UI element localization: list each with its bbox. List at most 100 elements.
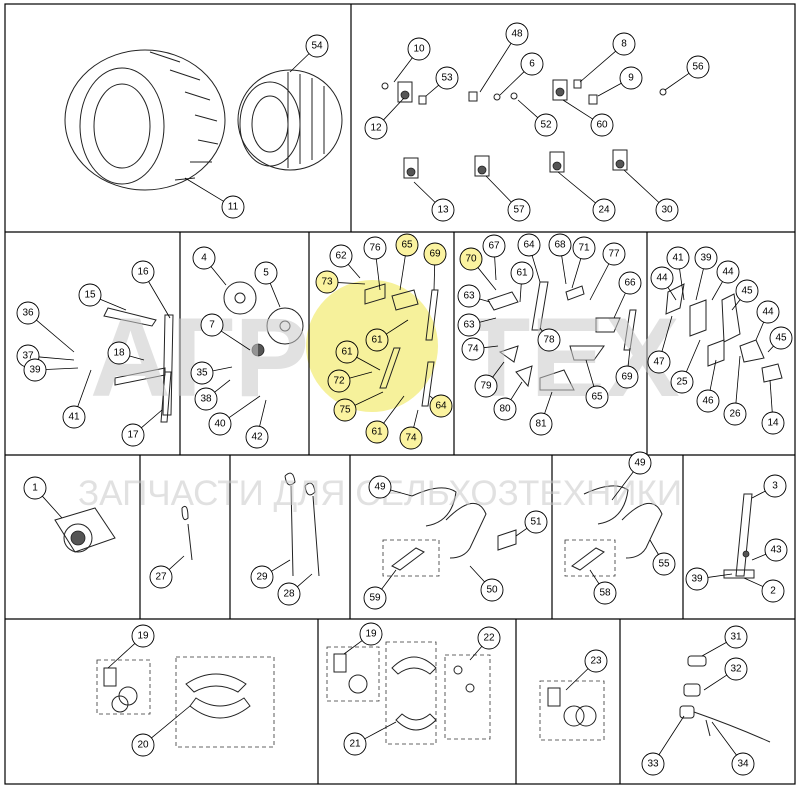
callout-71: 71 bbox=[571, 236, 596, 289]
callout-circle bbox=[529, 412, 553, 436]
callout-circle bbox=[505, 22, 529, 46]
callout-number: 35 bbox=[196, 368, 208, 379]
callout-number: 67 bbox=[488, 241, 500, 252]
callout-number: 13 bbox=[437, 205, 449, 216]
callout-circle bbox=[602, 242, 626, 266]
callout-52: 52 bbox=[517, 99, 558, 137]
callout-9: 9 bbox=[597, 66, 643, 97]
callout-leader bbox=[383, 97, 405, 121]
callout-44: 44 bbox=[650, 266, 677, 301]
callout-number: 75 bbox=[339, 405, 351, 416]
callout-number: 69 bbox=[621, 372, 633, 383]
callout-leader bbox=[148, 281, 171, 319]
callout-leader bbox=[695, 268, 704, 301]
callout-number: 53 bbox=[441, 73, 453, 84]
callout-circle bbox=[459, 247, 483, 271]
callout-circle bbox=[16, 301, 40, 325]
callout-number: 20 bbox=[137, 740, 149, 751]
callout-69: 69 bbox=[615, 347, 639, 389]
callout-61: 61 bbox=[510, 261, 534, 303]
callout-number: 17 bbox=[127, 430, 139, 441]
callout-leader bbox=[703, 674, 728, 691]
callout-number: 39 bbox=[29, 365, 41, 376]
callout-leader bbox=[393, 57, 413, 83]
callout-circle bbox=[78, 283, 102, 307]
callout-55: 55 bbox=[649, 539, 676, 576]
callout-leader bbox=[589, 569, 600, 585]
callout-circle bbox=[364, 116, 388, 140]
callout-circle bbox=[333, 398, 357, 422]
callout-leader bbox=[664, 72, 690, 91]
callout-circle bbox=[510, 261, 534, 285]
callout-number: 69 bbox=[429, 249, 441, 260]
callout-number: 62 bbox=[335, 251, 347, 262]
callout-circle bbox=[548, 233, 572, 257]
callout-leader bbox=[565, 668, 589, 691]
shares-group-b bbox=[487, 281, 637, 391]
callout-number: 45 bbox=[741, 286, 753, 297]
callout-leader bbox=[531, 255, 541, 283]
callout-number: 65 bbox=[401, 240, 413, 251]
callout-leader bbox=[212, 366, 233, 372]
callout-60: 60 bbox=[562, 99, 614, 137]
callout-circle bbox=[716, 260, 740, 284]
callout-leader bbox=[100, 298, 127, 311]
callout-leader bbox=[539, 327, 543, 332]
callout-number: 77 bbox=[608, 249, 620, 260]
brake-assembly-b bbox=[326, 641, 491, 745]
callout-39: 39 bbox=[685, 567, 733, 591]
callout-number: 80 bbox=[499, 404, 511, 415]
callout-leader bbox=[425, 84, 439, 97]
callout-leader bbox=[228, 395, 261, 419]
callout-number: 11 bbox=[228, 202, 239, 213]
callout-leader bbox=[661, 315, 673, 352]
callout-leader bbox=[562, 99, 593, 120]
callout-number: 78 bbox=[543, 335, 555, 346]
callout-51: 51 bbox=[515, 510, 548, 537]
callout-12: 12 bbox=[364, 97, 405, 140]
callout-circle bbox=[107, 341, 131, 365]
callout-59: 59 bbox=[363, 569, 397, 610]
callout-leader bbox=[151, 705, 191, 739]
callout-leader bbox=[623, 169, 660, 203]
callout-circle bbox=[131, 733, 155, 757]
callout-14: 14 bbox=[761, 379, 785, 435]
callout-circle bbox=[724, 625, 748, 649]
callout-circle bbox=[724, 657, 748, 681]
callout-number: 12 bbox=[370, 123, 382, 134]
callout-number: 4 bbox=[201, 253, 207, 264]
callout-24: 24 bbox=[557, 171, 616, 222]
harness-parts bbox=[679, 655, 771, 743]
callout-circle bbox=[457, 284, 481, 308]
callout-number: 45 bbox=[775, 333, 787, 344]
callout-circle bbox=[655, 198, 679, 222]
callout-number: 9 bbox=[628, 73, 634, 84]
callout-33: 33 bbox=[641, 715, 685, 776]
callout-circle bbox=[149, 565, 173, 589]
callout-circle bbox=[761, 411, 785, 435]
callout-number: 56 bbox=[692, 62, 704, 73]
callout-81: 81 bbox=[529, 391, 553, 436]
callout-number: 24 bbox=[598, 205, 610, 216]
callout-number: 21 bbox=[349, 739, 361, 750]
callout-72: 72 bbox=[327, 369, 373, 393]
callout-13: 13 bbox=[413, 181, 455, 222]
callout-circle bbox=[250, 565, 274, 589]
callout-circle bbox=[731, 752, 755, 776]
callout-circle bbox=[327, 369, 351, 393]
callout-leader bbox=[479, 317, 497, 323]
callout-leader bbox=[589, 263, 610, 301]
callout-leader bbox=[289, 53, 310, 73]
callout-number: 52 bbox=[540, 120, 552, 131]
callout-25: 25 bbox=[670, 339, 701, 394]
callout-57: 57 bbox=[485, 175, 531, 222]
callout-65: 65 bbox=[395, 233, 419, 291]
callout-leader bbox=[751, 490, 766, 499]
flange-bearing bbox=[54, 507, 116, 553]
callout-circle bbox=[23, 358, 47, 382]
callout-number: 37 bbox=[22, 351, 34, 362]
callout-number: 44 bbox=[722, 267, 734, 278]
callout-20: 20 bbox=[131, 705, 191, 757]
callout-leader bbox=[220, 330, 251, 351]
callout-circle bbox=[23, 476, 47, 500]
